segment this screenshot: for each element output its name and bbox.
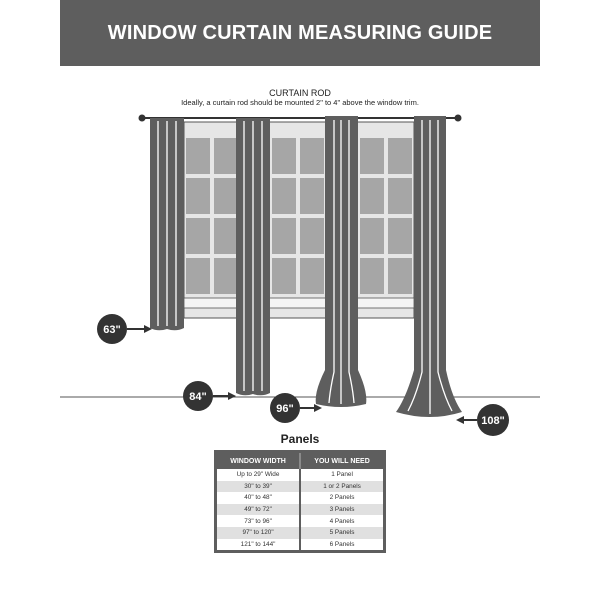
table-row: 30" to 39"1 or 2 Panels [215,480,385,493]
curtain-panel-63 [150,118,184,331]
window-width-cell: 97" to 120" [215,526,302,539]
panels-needed-cell: 2 Panels [329,494,355,502]
length-label-96: 96" [276,403,293,415]
window-pane [186,138,210,174]
window-width-cell: 30" to 39" [215,480,302,493]
table-row: 40" to 48" 2 Panels [215,492,385,504]
table-row: Up to 29" Wide 1 Panel [215,469,385,481]
panels-table: WINDOW WIDTH YOU WILL NEED Up to 29" Wid… [214,450,386,554]
curtain-panel-96 [315,116,367,407]
window-pane [214,138,238,174]
curtain-rod-label: CURTAIN ROD [269,88,331,98]
length-label-108: 108" [481,415,505,427]
window-pane [388,258,412,294]
curtain-panel-84 [236,118,270,396]
rod-finial-left [138,114,146,122]
curtain-rod-note: Ideally, a curtain rod should be mounted… [181,98,419,107]
window-width-cell: Up to 29" Wide [215,469,302,481]
window-pane [214,258,238,294]
window-pane [272,178,296,214]
window-width-cell: 40" to 48" [215,492,302,504]
header-window-width: WINDOW WIDTH [215,451,302,469]
panels-needed-cell: 1 or 2 Panels [300,480,385,493]
window-panes [186,138,412,294]
length-indicator-63: 63" [97,314,152,344]
window-pane [186,178,210,214]
window-width-cell: 121" to 144" [215,538,302,552]
window-pane [272,138,296,174]
window-pane [300,178,324,214]
table-row: 73" to 96" 4 Panels [215,515,385,527]
window-pane [388,178,412,214]
panels-title: Panels [280,432,320,446]
window-pane [360,218,384,254]
window-pane [214,178,238,214]
curtain-panel-108 [396,116,462,417]
length-label-84: 84" [189,391,206,403]
length-label-63: 63" [103,324,120,336]
window-pane [360,178,384,214]
length-indicator-96: 96" [270,393,322,423]
window-pane [272,218,296,254]
window-pane [300,138,324,174]
window-pane [186,218,210,254]
header-banner: WINDOW CURTAIN MEASURING GUIDE [60,0,540,66]
length-indicator-108: 108" [456,404,509,436]
panels-table-header: WINDOW WIDTH YOU WILL NEED [215,451,385,469]
header-you-will-need: YOU WILL NEED [300,451,385,469]
panels-needed-cell: 3 Panels [300,503,385,516]
panels-needed-cell: 4 Panels [329,517,355,525]
length-indicator-84: 84" [183,381,236,411]
panels-needed-cell: 6 Panels [329,540,355,548]
rod-finial-right [454,114,462,122]
window-pane [272,258,296,294]
table-row: 49" to 72"3 Panels [215,503,385,516]
table-row: 97" to 120"5 Panels [215,526,385,539]
page-title: WINDOW CURTAIN MEASURING GUIDE [107,21,493,44]
window-sill [183,297,415,309]
window-width-cell: 73" to 96" [215,515,302,527]
window-pane [388,138,412,174]
panels-needed-cell: 5 Panels [300,526,385,539]
window-width-cell: 49" to 72" [215,503,302,516]
window-pane [214,218,238,254]
table-row: 121" to 144" 6 Panels [215,538,385,552]
window-pane [300,218,324,254]
window-pane [186,258,210,294]
window-pane [360,258,384,294]
panels-needed-cell: 1 Panel [331,471,353,479]
window-pane [388,218,412,254]
window-pane [300,258,324,294]
window-pane [360,138,384,174]
